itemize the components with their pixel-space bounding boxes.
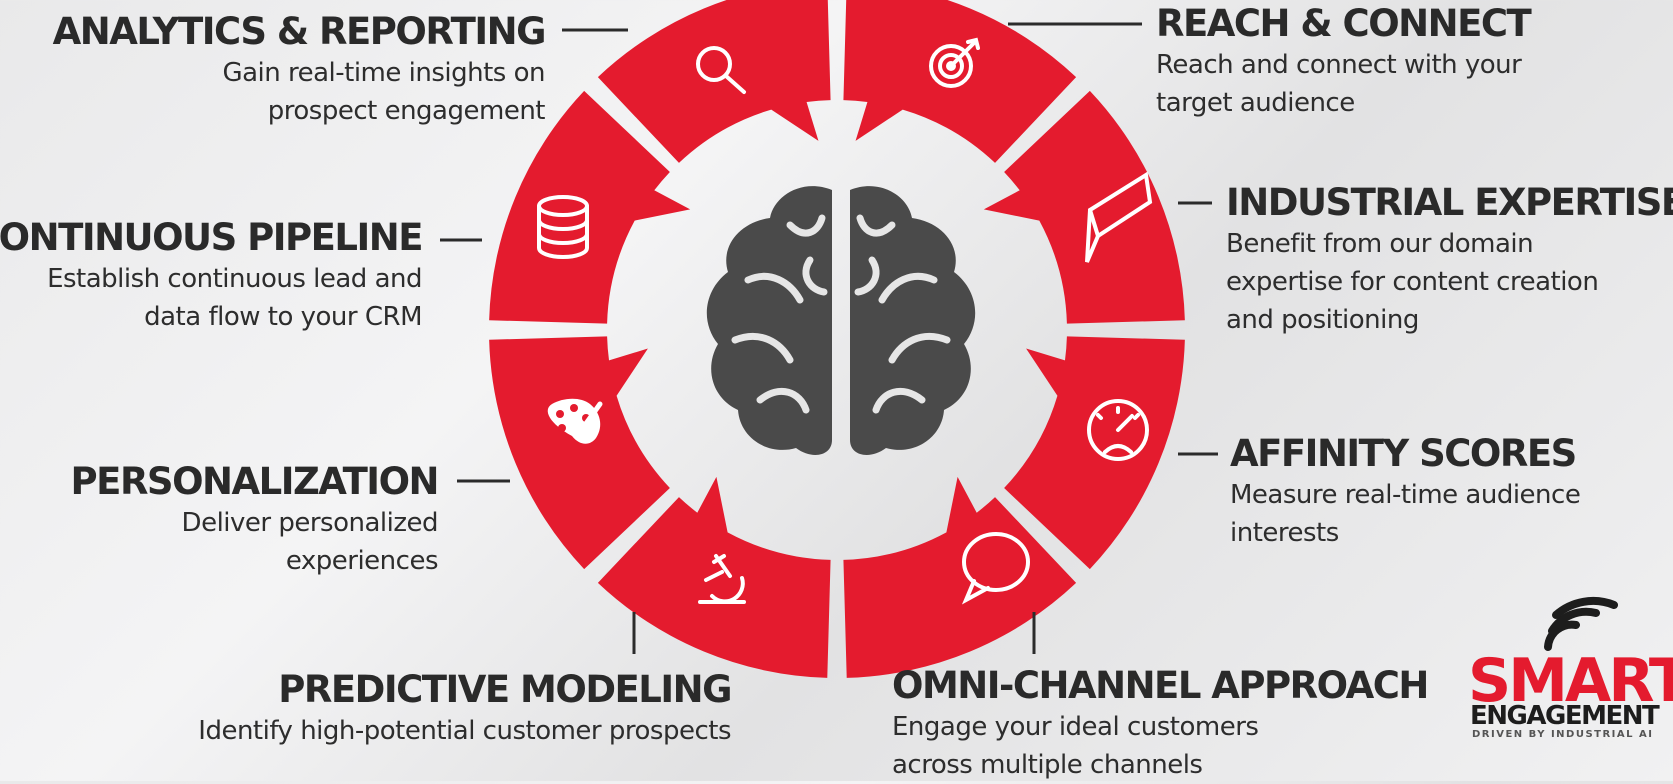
gauge-icon xyxy=(1087,399,1149,461)
item-description-line: target audience xyxy=(1156,88,1355,118)
item-description-line: Gain real-time insights on xyxy=(222,58,545,88)
item-reach-connect: REACH & CONNECT Reach and connect with y… xyxy=(1156,2,1532,122)
smart-engagement-logo: SMART ENGAGEMENT DRIVEN BY INDUSTRIAL AI xyxy=(1468,595,1673,781)
item-description-line: interests xyxy=(1230,518,1339,548)
item-title: INDUSTRIAL EXPERTISE xyxy=(1226,181,1673,224)
item-description-line: Engage your ideal customers xyxy=(892,712,1259,742)
pencil-icon xyxy=(1085,171,1153,263)
item-title: PREDICTIVE MODELING xyxy=(278,668,732,711)
item-title: AFFINITY SCORES xyxy=(1230,432,1577,475)
logo-word-engagement: ENGAGEMENT xyxy=(1470,701,1660,731)
item-description-line: Identify high-potential customer prospec… xyxy=(198,716,731,746)
item-predictive-modeling: PREDICTIVE MODELING Identify high-potent… xyxy=(198,668,732,750)
item-description-line: data flow to your CRM xyxy=(144,302,422,332)
item-description-line: across multiple channels xyxy=(892,750,1203,780)
microscope-icon xyxy=(698,554,746,604)
item-analytics-reporting: ANALYTICS & REPORTING Gain real-time ins… xyxy=(52,10,547,130)
chat-bubble-icon xyxy=(961,531,1031,605)
item-description-line: and positioning xyxy=(1226,305,1419,335)
brain-icon xyxy=(706,186,976,455)
palette-icon xyxy=(547,398,603,444)
segment-personalization xyxy=(489,336,670,570)
item-description-line: prospect engagement xyxy=(267,96,546,126)
logo-tagline: DRIVEN BY INDUSTRIAL AI xyxy=(1472,729,1654,740)
segment-reach xyxy=(843,0,1077,163)
segment-omni xyxy=(843,476,1077,678)
search-icon xyxy=(696,46,746,94)
wifi-signal-icon xyxy=(1544,597,1618,651)
segment-ring xyxy=(489,0,1185,678)
item-description-line: Establish continuous lead and xyxy=(47,264,422,294)
item-title: OMNI-CHANNEL APPROACH xyxy=(892,664,1429,707)
item-title: REACH & CONNECT xyxy=(1156,2,1532,45)
item-title: ANALYTICS & REPORTING xyxy=(52,10,547,53)
item-description-line: Benefit from our domain xyxy=(1226,229,1534,259)
logo-word-smart: SMART xyxy=(1468,646,1673,716)
item-personalization: PERSONALIZATION Deliver personalized exp… xyxy=(70,460,440,580)
item-continuous-pipeline: CONTINUOUS PIPELINE Establish continuous… xyxy=(0,216,423,336)
segment-expertise xyxy=(983,90,1185,324)
item-title: CONTINUOUS PIPELINE xyxy=(0,216,423,259)
item-affinity-scores: AFFINITY SCORES Measure real-time audien… xyxy=(1230,432,1581,552)
item-description-line: expertise for content creation xyxy=(1226,267,1599,297)
item-industrial-expertise: INDUSTRIAL EXPERTISE Benefit from our do… xyxy=(1226,181,1673,339)
item-description-line: Measure real-time audience xyxy=(1230,480,1581,510)
item-description-line: experiences xyxy=(285,546,439,576)
segment-affinity xyxy=(1004,336,1185,570)
item-title: PERSONALIZATION xyxy=(70,460,440,503)
target-icon xyxy=(929,37,980,88)
item-omni-channel: OMNI-CHANNEL APPROACH Engage your ideal … xyxy=(892,664,1429,784)
database-icon xyxy=(537,195,589,259)
item-description-line: Deliver personalized xyxy=(181,508,439,538)
connector-lines xyxy=(440,22,1218,654)
segment-pipeline xyxy=(489,90,691,324)
item-description-line: Reach and connect with your xyxy=(1156,50,1522,80)
